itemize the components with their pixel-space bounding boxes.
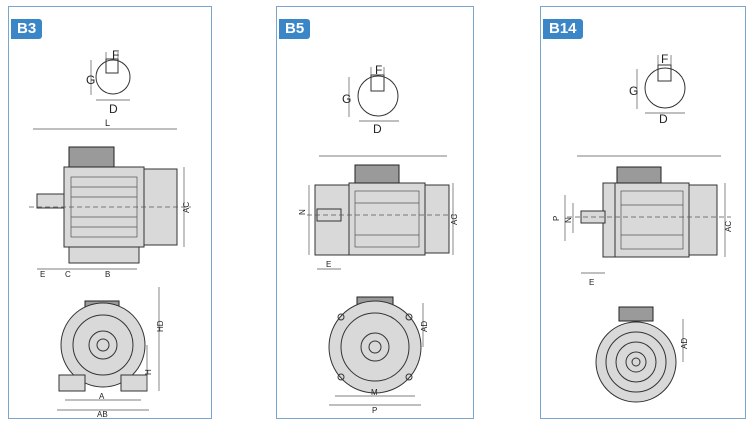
dim-label-ad: AD bbox=[680, 338, 689, 349]
dim-label-p: P bbox=[552, 216, 561, 221]
panel-b14: B14 F G D AC P N bbox=[540, 6, 746, 419]
dim-label-c: C bbox=[65, 270, 71, 279]
dim-label-f: F bbox=[375, 63, 382, 77]
dim-label-hd: HD bbox=[156, 320, 165, 332]
panel-b3: B3 F G D L AC E bbox=[8, 6, 212, 419]
mounting-tag-b14: B14 bbox=[543, 19, 583, 39]
dim-label-b: B bbox=[105, 270, 110, 279]
dim-label-e: E bbox=[326, 260, 331, 269]
dim-label-g: G bbox=[86, 73, 95, 87]
mounting-tag-b3: B3 bbox=[11, 19, 43, 39]
dim-label-g: G bbox=[629, 84, 638, 98]
front-view: AD bbox=[595, 306, 689, 403]
b5-drawing: F G D AC N E bbox=[298, 63, 459, 415]
dim-label-ac: AC bbox=[724, 221, 733, 232]
dim-label-n: N bbox=[298, 209, 307, 215]
front-view: AD M P bbox=[328, 296, 429, 415]
panel-b5: B5 F G D AC N E bbox=[276, 6, 474, 419]
side-view: L AC E C B bbox=[29, 118, 191, 279]
dim-label-h: H bbox=[144, 369, 153, 375]
dim-label-l: L bbox=[105, 118, 110, 128]
dim-label-n: N bbox=[564, 217, 573, 223]
dim-label-ab: AB bbox=[97, 410, 108, 418]
dim-label-ac: AC bbox=[450, 214, 459, 225]
shaft-key-detail: F G D bbox=[342, 63, 399, 136]
side-view: AC P N E bbox=[552, 155, 733, 287]
dim-label-ad: AD bbox=[420, 321, 429, 332]
dim-label-e: E bbox=[40, 270, 45, 279]
dim-label-g: G bbox=[342, 92, 351, 106]
mounting-tag-b5: B5 bbox=[279, 19, 311, 39]
shaft-key-detail: F G D bbox=[629, 52, 686, 126]
front-view: HD H A AB bbox=[57, 287, 165, 418]
dim-label-d: D bbox=[109, 102, 118, 116]
dim-label-p: P bbox=[372, 406, 377, 415]
dim-label-e: E bbox=[589, 278, 594, 287]
dim-label-f: F bbox=[661, 52, 668, 66]
dim-label-ac: AC bbox=[182, 202, 191, 213]
shaft-key-detail: F G D bbox=[86, 48, 131, 116]
b14-drawing: F G D AC P N E bbox=[552, 52, 733, 403]
dim-label-m: M bbox=[371, 388, 378, 397]
b3-drawing: F G D L AC E C B bbox=[29, 48, 191, 418]
side-view: AC N E bbox=[298, 155, 459, 270]
dim-label-f: F bbox=[112, 48, 119, 62]
dim-label-d: D bbox=[659, 112, 668, 126]
dim-label-a: A bbox=[99, 392, 105, 401]
dim-label-d: D bbox=[373, 122, 382, 136]
